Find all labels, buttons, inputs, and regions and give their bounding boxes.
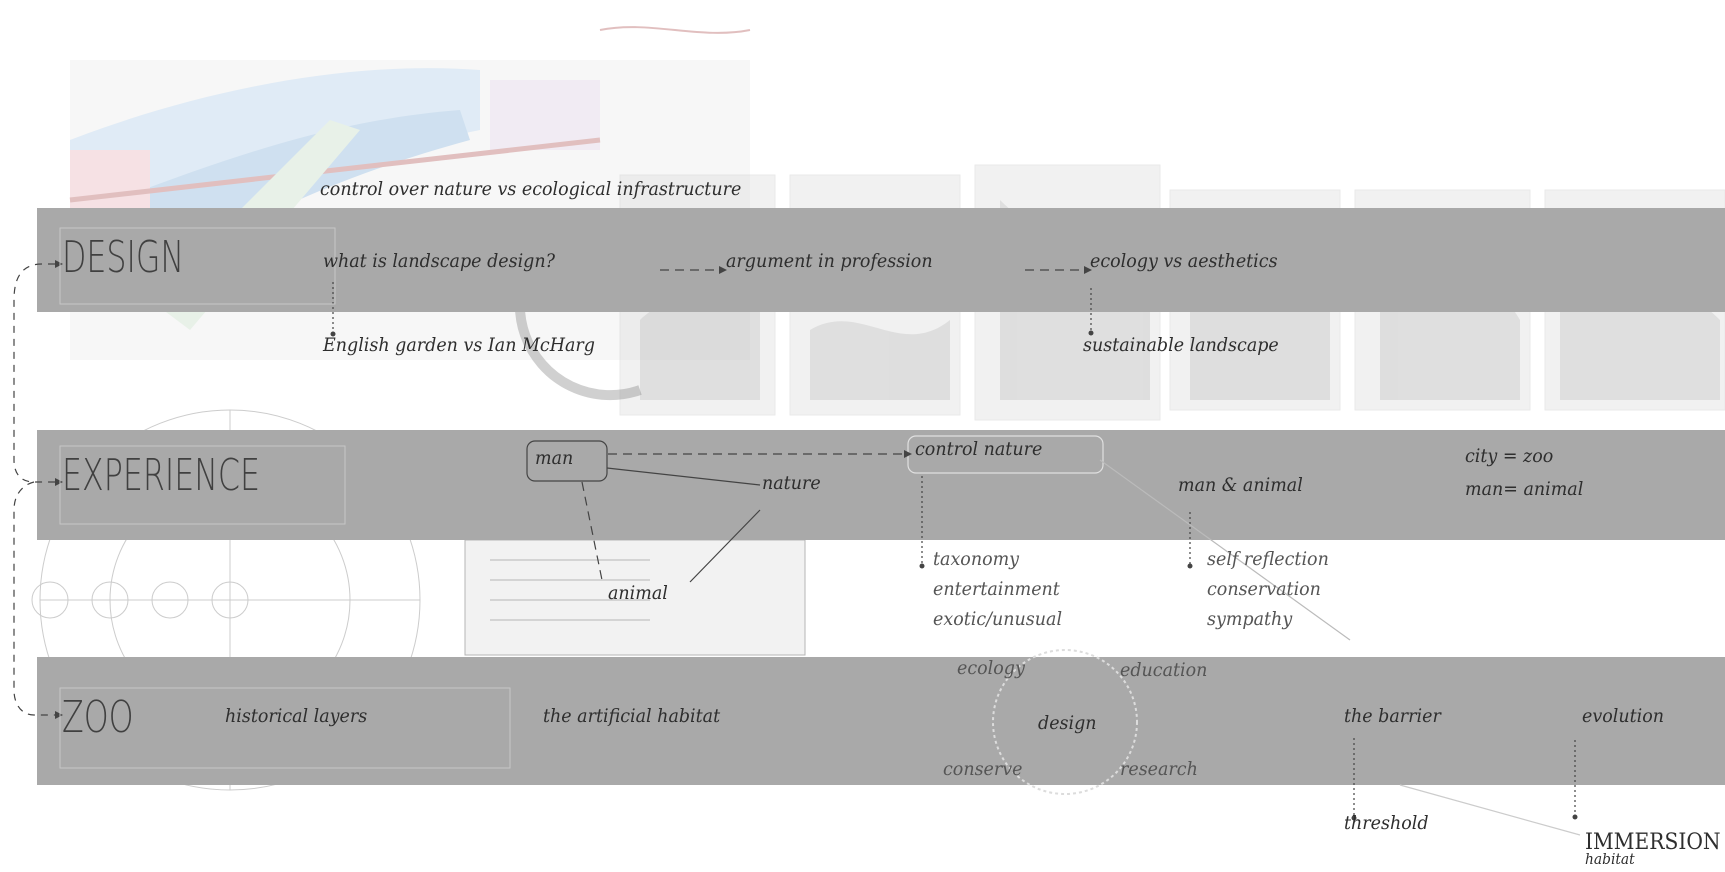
zoo-artificial: the artificial habitat — [543, 705, 721, 727]
zoo-ecology: ecology — [957, 657, 1025, 679]
experience-man-equals-animal: man= animal — [1465, 478, 1584, 500]
zoo-historical: historical layers — [225, 705, 368, 727]
experience-animal: animal — [608, 582, 668, 604]
design-band — [37, 208, 1725, 312]
left-bracket-top — [13, 263, 58, 483]
experience-control-nature: control nature — [915, 438, 1043, 460]
design-top-note: control over nature vs ecological infras… — [320, 178, 742, 200]
heading-zoo: ZOO — [62, 692, 134, 743]
zoo-band — [37, 657, 1725, 785]
zoo-evolution: evolution — [1582, 705, 1664, 727]
heading-experience: EXPERIENCE — [62, 450, 261, 501]
experience-man: man — [535, 447, 574, 469]
zoo-immersion: IMMERSION — [1585, 830, 1721, 855]
experience-left-list-item: taxonomy — [933, 548, 1020, 570]
experience-right-list-item: self reflection — [1207, 548, 1329, 570]
zoo-design: design — [1038, 712, 1097, 734]
design-question: what is landscape design? — [323, 250, 555, 272]
zoo-education: education — [1120, 659, 1208, 681]
experience-right-list-item: sympathy — [1207, 608, 1293, 630]
experience-left-list-item: exotic/unusual — [933, 608, 1063, 630]
design-argument: argument in profession — [726, 250, 933, 272]
experience-left-list-item: entertainment — [933, 578, 1060, 600]
experience-city-zoo: city = zoo — [1465, 445, 1554, 467]
design-english-garden: English garden vs Ian McHarg — [323, 334, 595, 356]
zoo-barrier: the barrier — [1344, 705, 1441, 727]
experience-right-list-item: conservation — [1207, 578, 1321, 600]
zoo-conserve: conserve — [943, 758, 1023, 780]
left-bracket-bottom — [13, 481, 58, 716]
experience-nature: nature — [762, 472, 821, 494]
experience-man-animal: man & animal — [1178, 474, 1303, 496]
design-sustainable: sustainable landscape — [1083, 334, 1279, 356]
experience-band — [37, 430, 1725, 540]
design-ecology-aesthetics: ecology vs aesthetics — [1090, 250, 1278, 272]
zoo-habitat: habitat — [1585, 850, 1635, 868]
zoo-threshold: threshold — [1344, 812, 1429, 834]
heading-design: DESIGN — [62, 232, 185, 283]
zoo-research: research — [1120, 758, 1198, 780]
